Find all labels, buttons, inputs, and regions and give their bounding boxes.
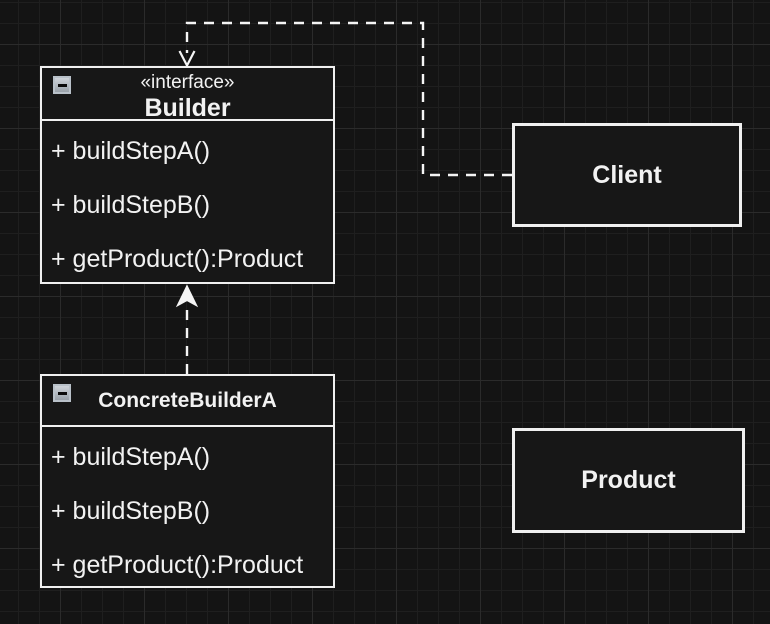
class-title-builder: «interface» Builder (42, 68, 333, 122)
minus-icon (57, 391, 67, 395)
node-label: Product (581, 466, 676, 494)
collapse-icon[interactable] (53, 76, 71, 94)
class-title-concrete-builder-a: ConcreteBuilderA (42, 376, 333, 427)
methods-compartment: + buildStepA() + buildStepB() + getProdu… (42, 427, 333, 592)
method-item: + buildStepB() (51, 497, 211, 525)
class-name: Builder (144, 94, 231, 122)
method-item: + buildStepA() (51, 443, 211, 471)
method-item: + getProduct():Product (51, 551, 304, 579)
triangle-arrowhead-icon (175, 284, 199, 308)
method-item: + buildStepB() (51, 191, 211, 219)
node-client[interactable]: Client (512, 123, 742, 227)
node-product[interactable]: Product (512, 428, 745, 533)
class-stereotype: «interface» (140, 72, 235, 93)
dependency-edge-client-builder[interactable] (185, 21, 512, 177)
minus-icon (57, 83, 67, 87)
open-arrowhead-icon (178, 50, 196, 68)
methods-compartment: + buildStepA() + buildStepB() + getProdu… (42, 121, 333, 286)
class-name: ConcreteBuilderA (98, 389, 277, 412)
method-item: + buildStepA() (51, 137, 211, 165)
class-box-builder[interactable]: «interface» Builder + buildStepA() + bui… (40, 66, 335, 284)
method-item: + getProduct():Product (51, 245, 304, 273)
node-label: Client (592, 160, 662, 189)
collapse-icon[interactable] (53, 384, 71, 402)
class-box-concrete-builder-a[interactable]: ConcreteBuilderA + buildStepA() + buildS… (40, 374, 335, 588)
